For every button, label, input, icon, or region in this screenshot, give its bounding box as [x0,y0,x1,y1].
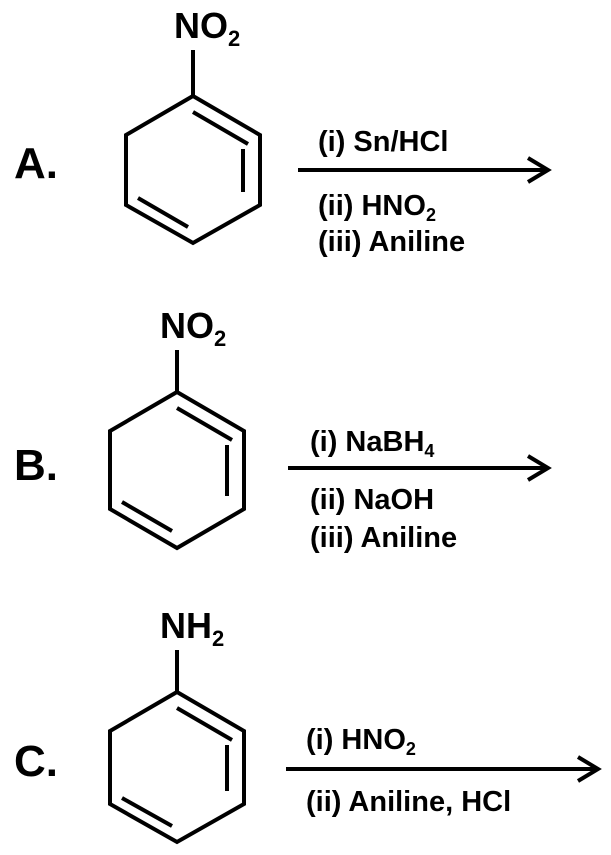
benzene-ring [108,350,246,551]
ring-outline [108,389,246,551]
ring-double-bond [175,406,234,442]
substituent-text: NO [160,305,214,346]
reagent-line: (ii) NaOH [310,484,435,516]
scheme-c: C. NH2 (i) HNO2 (ii) Aniline, HCl [0,600,611,855]
ring-double-bond [175,706,234,742]
substituent-group: NH2 [160,608,224,650]
scheme-b: B. NO2 (i) NaBH4 (ii) NaOH (iii) Aniline [0,300,611,580]
substituent-subscript: 2 [228,26,241,51]
substituent-text: NH [160,605,212,646]
ring-double-bond [121,796,173,828]
reagent-line: (ii) Aniline, HCl [306,786,512,818]
substituent-text: NO [174,5,228,46]
ring-outline [124,93,262,246]
ring-double-bond [136,196,190,229]
reagent-line: (i) Sn/HCl [318,126,449,158]
reagent-line: (iii) Aniline [318,226,466,258]
scheme-a: A. NO2 (i) Sn/HCl (ii) HNO2 (iii) Anilin… [0,0,611,290]
ring-double-bond [120,500,174,533]
substituent-subscript: 2 [212,626,225,651]
benzene-ring [108,650,246,845]
scheme-label: C. [14,737,58,786]
benzene-ring [124,50,262,246]
reagent-line: (i) NaBH4 [310,426,435,461]
ring-double-bond [191,110,250,146]
substituent-group: NO2 [160,308,226,350]
reagent-line: (ii) HNO2 [318,190,436,225]
scheme-label: B. [14,441,58,490]
reaction-arrow [286,755,602,783]
substituent-subscript: 2 [214,326,227,351]
reagent-line: (i) HNO2 [306,724,416,759]
reaction-arrow [288,454,552,482]
reaction-arrow [298,156,552,184]
substituent-group: NO2 [174,8,240,50]
reagent-line: (iii) Aniline [310,522,458,554]
scheme-label: A. [14,139,58,188]
ring-outline [108,689,246,845]
